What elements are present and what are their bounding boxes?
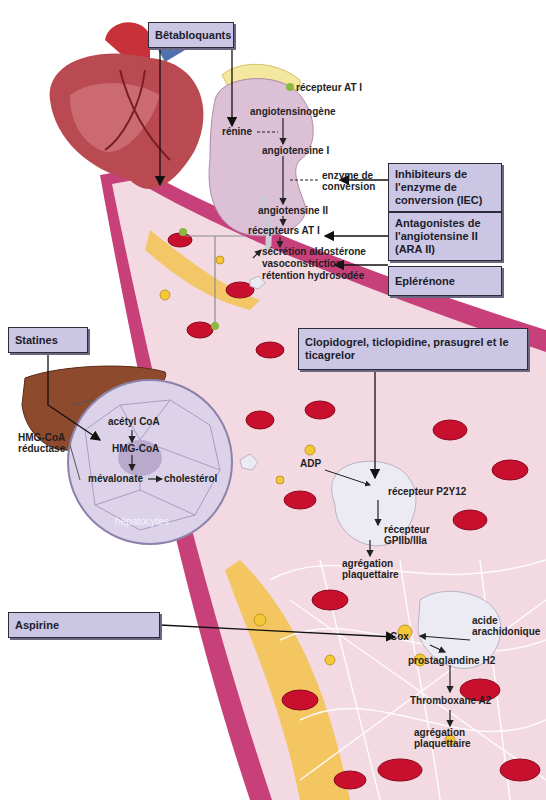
pathway-label: acétyl CoA [108,416,178,427]
drug-box: Statines [8,327,88,353]
drug-name: Clopidogrel, ticlopidine, prasugrel et l… [305,336,521,362]
pathway-label: angiotensine II [258,205,348,216]
pathway-label: récepteurs AT I [248,225,338,236]
receptor-link [185,236,245,325]
drug-name: Statines [15,334,58,347]
platelet-pathway [370,500,470,726]
pathway-label: vasoconstriction [262,258,382,269]
pathway-label: hépatocytes [115,516,185,527]
drug-name: Eplérénone [395,275,455,288]
pathway-label: rétention hydrosodée [262,270,382,281]
plaque [225,560,350,800]
drug-box: Inhibiteurs de l'enzyme de conversion (I… [388,163,502,212]
drug-box: Clopidogrel, ticlopidine, prasugrel et l… [298,328,528,370]
hepatocyte-zoom [68,380,232,544]
drug-box: Bêtabloquants [148,22,234,48]
drug-name: Inhibiteurs de l'enzyme de conversion (I… [395,168,495,207]
hepatocyte-cells [85,400,220,530]
pathway-label: HMG-CoA [112,443,172,454]
pathway-label: Thromboxane A2 [410,695,510,706]
pathway-label: récepteur P2Y12 [388,486,468,497]
fibrin [270,560,546,800]
pathway-label: prostaglandine H2 [408,655,508,666]
pathway-label: angiotensinogène [250,106,350,117]
renin-arrow [257,132,278,133]
red-blood-cells [168,233,540,789]
ace-arrow [290,180,320,181]
drug-box: Aspirine [8,612,160,638]
pathway-label: Cox [390,631,420,642]
pathway-label: angiotensine I [262,145,352,156]
plaque [145,230,260,310]
pathway-label: récepteur AT I [296,82,386,93]
zoom-line [70,400,95,480]
drug-box: Eplérénone [388,266,502,296]
pathway-label: enzyme de conversion [322,170,384,192]
pathway-label: récepteur GPIIb/IIIa [384,524,464,546]
pathway-label: ADP [300,458,340,469]
pathway-label: sécrétion aldostérone [262,246,382,257]
drug-name: Antagonistes de l'angiotensine II (ARA I… [395,217,495,256]
pathway-label: HMG-CoA réductase [18,432,73,454]
pathway-label: cholestérol [164,473,224,484]
drug-name: Aspirine [15,619,59,632]
drug-box: Antagonistes de l'angiotensine II (ARA I… [388,212,502,261]
pathway-label: rénine [222,126,262,137]
pathway-label: agrégation plaquettaire [414,727,484,749]
pathway-label: acide arachidonique [472,615,544,637]
pathway-label: agrégation plaquettaire [342,558,412,580]
pathway-label: mévalonate [88,473,148,484]
drug-name: Bêtabloquants [155,29,231,42]
up-arrow [253,250,261,258]
adp-arrow [325,470,370,485]
